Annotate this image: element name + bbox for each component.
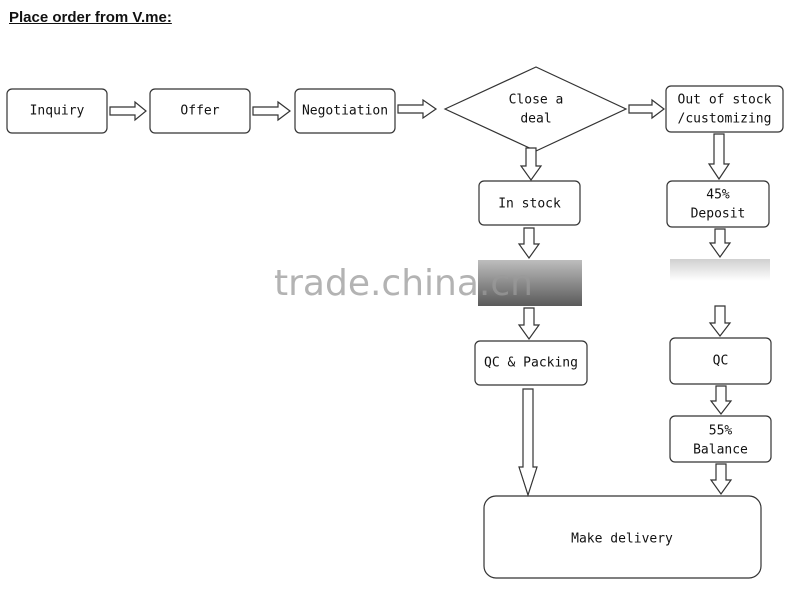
arrow-balance-to-make-delivery	[709, 463, 733, 496]
in-stock-label: In stock	[498, 197, 561, 212]
qc-packing-box	[474, 340, 588, 386]
arrow-negotiation-to-close-deal	[397, 98, 438, 120]
arrow-offer-to-negotiation	[252, 100, 291, 122]
balance-label: Balance	[693, 443, 748, 458]
arrow-out-of-stock-to-deposit	[707, 133, 731, 181]
close-deal-label-line2: deal	[520, 112, 551, 127]
deposit-label: Deposit	[691, 207, 746, 222]
negotiation-label: Negotiation	[302, 104, 388, 119]
qc-box	[669, 337, 772, 385]
arrow-inquiry-to-offer	[109, 100, 147, 122]
make-delivery-label: Make delivery	[571, 532, 673, 547]
close-deal-diamond	[443, 66, 628, 152]
out-of-stock-box	[665, 85, 784, 133]
arrow-blurred-step-to-qc	[708, 305, 732, 337]
arrow-qc-to-balance	[709, 385, 733, 415]
negotiation-box	[294, 88, 396, 134]
inquiry-label: Inquiry	[30, 104, 85, 119]
qc-packing-label: QC & Packing	[484, 356, 578, 371]
arrow-deposit-to-blurred-step	[708, 228, 732, 259]
out-of-stock-label-line2: /customizing	[678, 112, 772, 127]
offer-label: Offer	[180, 104, 219, 119]
arrow-close-deal-to-in-stock	[519, 147, 543, 182]
make-delivery-box	[483, 495, 762, 579]
arrow-in-stock-to-blurred-step	[517, 227, 541, 260]
arrow-qc-packing-to-make-delivery	[518, 388, 538, 497]
blurred-step-right	[670, 259, 770, 281]
deposit-box	[666, 180, 770, 228]
deposit-percent-label: 45%	[706, 188, 730, 203]
in-stock-box	[478, 180, 581, 226]
watermark: trade.china.cn	[274, 263, 533, 304]
qc-label: QC	[713, 354, 729, 369]
arrow-blurred-step-to-qc-packing	[517, 307, 541, 341]
inquiry-box	[6, 88, 108, 134]
close-deal-label-line1: Close a	[509, 93, 564, 108]
blurred-step-left	[478, 260, 582, 306]
out-of-stock-label-line1: Out of stock	[678, 93, 772, 108]
balance-box	[669, 415, 772, 463]
balance-percent-label: 55%	[709, 424, 733, 439]
offer-box	[149, 88, 251, 134]
arrow-close-deal-to-out-of-stock	[628, 98, 665, 120]
page-title: Place order from V.me:	[9, 9, 172, 26]
